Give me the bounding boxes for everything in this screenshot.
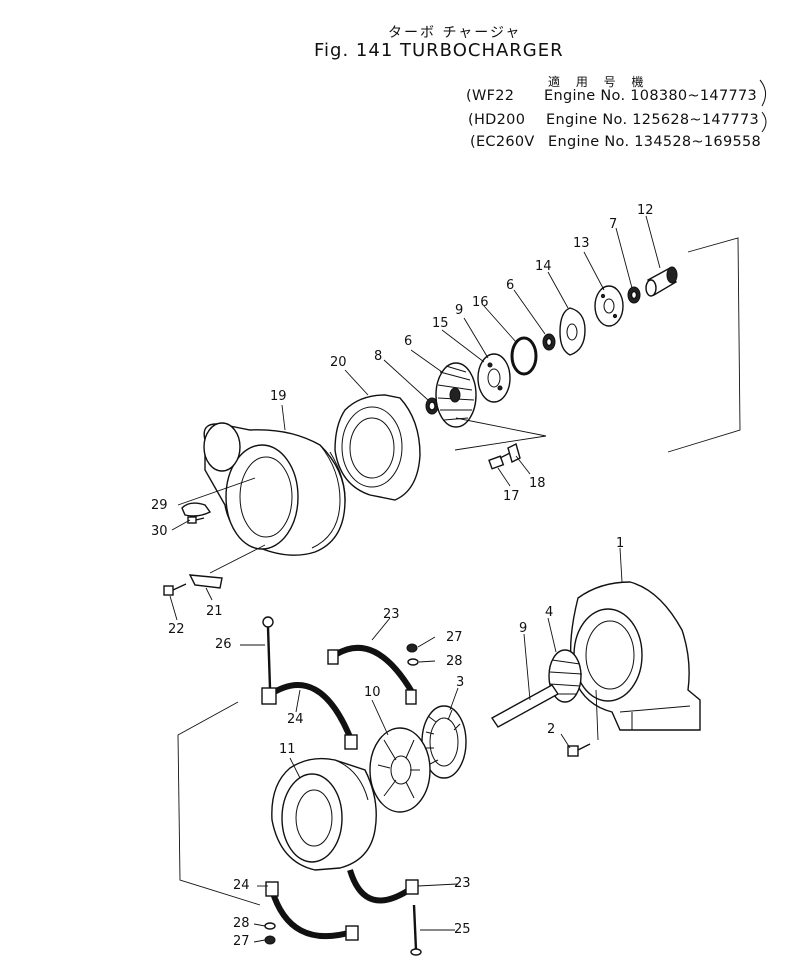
model-name: EC260V	[475, 134, 535, 150]
callout-25: 25	[454, 922, 471, 937]
callout-9: 9	[519, 621, 528, 636]
callout-15: 15	[432, 316, 449, 331]
washer-28-lower	[264, 922, 276, 930]
applicability-row: (HD200 Engine No. 125628~147773	[468, 112, 760, 128]
callout-23: 23	[383, 607, 400, 622]
bolt-22	[163, 583, 187, 596]
callout-28: 28	[233, 916, 250, 931]
callout-18: 18	[529, 476, 546, 491]
clamp-23-upper	[327, 644, 417, 705]
callout-19: 19	[270, 389, 287, 404]
nut-27-upper	[406, 643, 418, 653]
turbine-shaft-9	[490, 684, 560, 728]
bolt-17	[488, 451, 513, 470]
clamp-24-upper	[261, 682, 358, 750]
clamp-21	[188, 574, 223, 589]
turbine-housing-1	[569, 581, 701, 731]
callout-4: 4	[545, 605, 554, 620]
callout-10: 10	[364, 685, 381, 700]
clamp-23-lower	[347, 869, 419, 904]
clamp-24-lower	[265, 881, 359, 941]
assembly-bracket-upper	[667, 237, 741, 453]
callout-20: 20	[330, 355, 347, 370]
bracket-right	[759, 79, 766, 107]
nozzle-ring-3	[421, 705, 467, 779]
callout-27: 27	[233, 934, 250, 949]
model-name: WF22	[471, 88, 515, 104]
callout-1: 1	[616, 536, 625, 551]
washer-28-upper	[407, 658, 419, 666]
title-japanese: ターボ チャージャ	[388, 25, 522, 41]
callout-3: 3	[456, 675, 465, 690]
callout-8: 8	[374, 349, 383, 364]
callout-2: 2	[547, 722, 556, 737]
callout-17: 17	[503, 489, 520, 504]
callout-6: 6	[506, 278, 515, 293]
nut-27-lower	[264, 935, 276, 945]
applicability-row: (WF22 Engine No. 108380~147773	[466, 88, 758, 104]
leader-lines-lower	[240, 547, 623, 943]
bolt-2	[567, 743, 591, 757]
callout-6: 6	[404, 334, 413, 349]
shroud-plate-10	[369, 727, 431, 813]
washer-7	[627, 286, 641, 304]
callout-23: 23	[454, 876, 471, 891]
callout-16: 16	[472, 295, 489, 310]
engine-range: Engine No. 134528~169558	[548, 134, 762, 150]
callout-22: 22	[168, 622, 185, 637]
callout-12: 12	[637, 203, 654, 218]
turbine-wheel-4	[548, 649, 583, 703]
callout-11: 11	[279, 742, 296, 757]
model-name: HD200	[473, 112, 526, 128]
stud-26	[262, 616, 274, 689]
applicability-heading-japanese: 適 用 号 機	[548, 75, 650, 89]
callout-29: 29	[151, 498, 168, 513]
exhaust-housing-11	[271, 757, 377, 871]
callout-26: 26	[215, 637, 232, 652]
callout-27: 27	[446, 630, 463, 645]
callout-28: 28	[446, 654, 463, 669]
callout-7: 7	[609, 217, 618, 232]
applicability-row: (EC260V Engine No. 134528~169558	[470, 134, 762, 150]
callout-13: 13	[573, 236, 590, 251]
oil-ring-6	[542, 333, 556, 351]
engine-range: Engine No. 125628~147773	[546, 112, 760, 128]
callout-9: 9	[455, 303, 464, 318]
engine-range: Engine No. 108380~147773	[544, 88, 758, 104]
thrust-plate-15	[477, 353, 511, 403]
bracket-right	[761, 111, 767, 133]
seal-ring-8	[425, 397, 439, 415]
compressor-wheel-5	[435, 362, 477, 428]
compressor-housing-19	[203, 422, 346, 556]
figure-title: Fig. 141 TURBOCHARGER	[314, 40, 564, 61]
stud-25	[410, 904, 422, 956]
screw-30	[187, 516, 205, 524]
callout-30: 30	[151, 524, 168, 539]
callout-24: 24	[287, 712, 304, 727]
snap-ring-16	[510, 336, 538, 376]
callout-21: 21	[206, 604, 223, 619]
oil-deflector-14	[559, 307, 586, 356]
leader-lines-upper	[169, 215, 661, 621]
back-plate-20	[334, 394, 421, 501]
thrust-collar-13	[594, 285, 624, 327]
assembly-bracket-lower	[177, 701, 261, 906]
callout-24: 24	[233, 878, 250, 893]
plate-29	[181, 502, 212, 517]
bearing-sleeve-12	[645, 266, 678, 297]
callout-14: 14	[535, 259, 552, 274]
